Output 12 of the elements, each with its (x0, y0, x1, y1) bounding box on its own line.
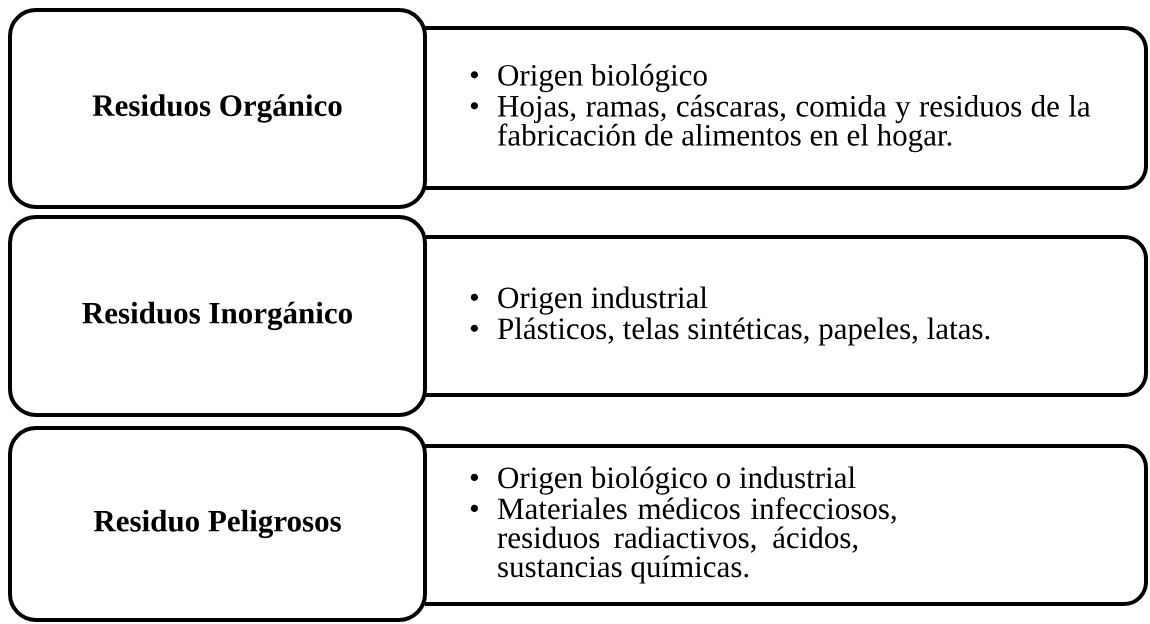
description-box (425, 26, 1148, 190)
bullet-text: Origen biológico o industrial (498, 466, 856, 495)
bullet-text: Materiales médicos infecciosos, residuos radiactivos, ácidos, sustancias químicas. (497, 497, 896, 584)
bullet-text: Hojas, ramas, cáscaras, comida y residuos de la fabricación de alimentos en el hogar. (497, 94, 1091, 153)
description-box (425, 444, 1148, 606)
category-box: Residuo Peligrosos (8, 426, 427, 622)
category-box: Residuos Orgánico (8, 8, 427, 209)
bullet-text: Origen biológico (498, 63, 707, 93)
bullet-text: Plásticos, telas sintéticas, papeles, latas. (497, 317, 990, 346)
category-box: Residuos Inorgánico (8, 215, 427, 417)
bullet-text: Origen industrial (498, 286, 708, 315)
description-box (425, 235, 1148, 397)
